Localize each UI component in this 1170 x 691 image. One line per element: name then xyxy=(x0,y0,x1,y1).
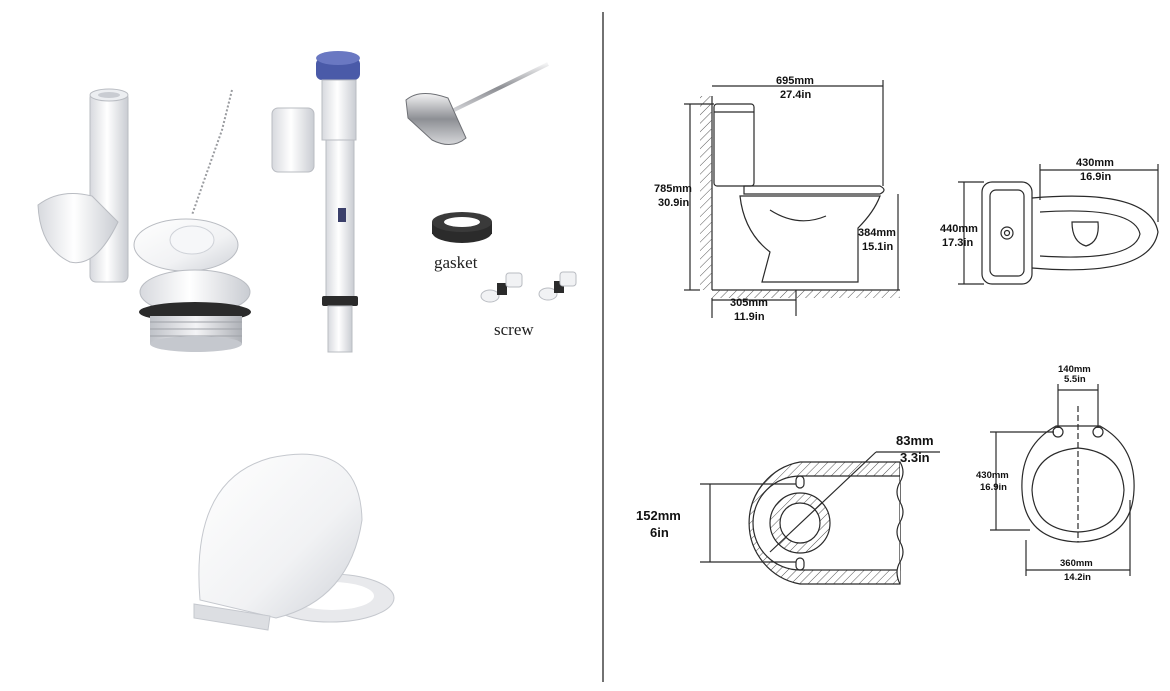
tank-width-in: 17.3in xyxy=(942,237,973,249)
bowl-length-in: 16.9in xyxy=(1080,171,1111,183)
side-height-mm: 785mm xyxy=(654,183,692,195)
seat-length-in: 16.9in xyxy=(980,482,1007,493)
seat-drawing xyxy=(990,384,1135,576)
toilet-seat-photo xyxy=(193,453,395,631)
bowl-length-mm: 430mm xyxy=(1076,157,1114,169)
seat-height-mm: 384mm xyxy=(858,227,896,239)
side-length-mm: 695mm xyxy=(776,75,814,87)
spacing-mm: 152mm xyxy=(636,508,681,523)
side-length-in: 27.4in xyxy=(780,89,811,101)
seat-height-in: 15.1in xyxy=(862,241,893,253)
screw-photo xyxy=(480,271,577,303)
flush-handle-photo xyxy=(405,62,549,145)
hinge-in: 5.5in xyxy=(1064,374,1086,385)
outlet-in: 3.3in xyxy=(900,450,930,465)
rough-in-in: 11.9in xyxy=(734,311,765,323)
outlet-drawing xyxy=(700,451,940,585)
gasket-photo xyxy=(432,212,492,243)
side-height-in: 30.9in xyxy=(658,197,689,209)
top-view-drawing xyxy=(958,164,1159,285)
tank-width-mm: 440mm xyxy=(940,223,978,235)
rough-in-mm: 305mm xyxy=(730,297,768,309)
gasket-label: gasket xyxy=(434,253,478,272)
spacing-in: 6in xyxy=(650,525,669,540)
fill-valve-photo xyxy=(271,51,360,353)
seat-width-in: 14.2in xyxy=(1064,572,1091,583)
flush-valve-photo xyxy=(37,88,251,352)
seat-width-mm: 360mm xyxy=(1060,558,1093,569)
side-view-drawing xyxy=(684,80,900,318)
screw-label: screw xyxy=(494,320,534,339)
outlet-mm: 83mm xyxy=(896,433,934,448)
seat-length-mm: 430mm xyxy=(976,470,1009,481)
hinge-mm: 140mm xyxy=(1058,364,1091,375)
